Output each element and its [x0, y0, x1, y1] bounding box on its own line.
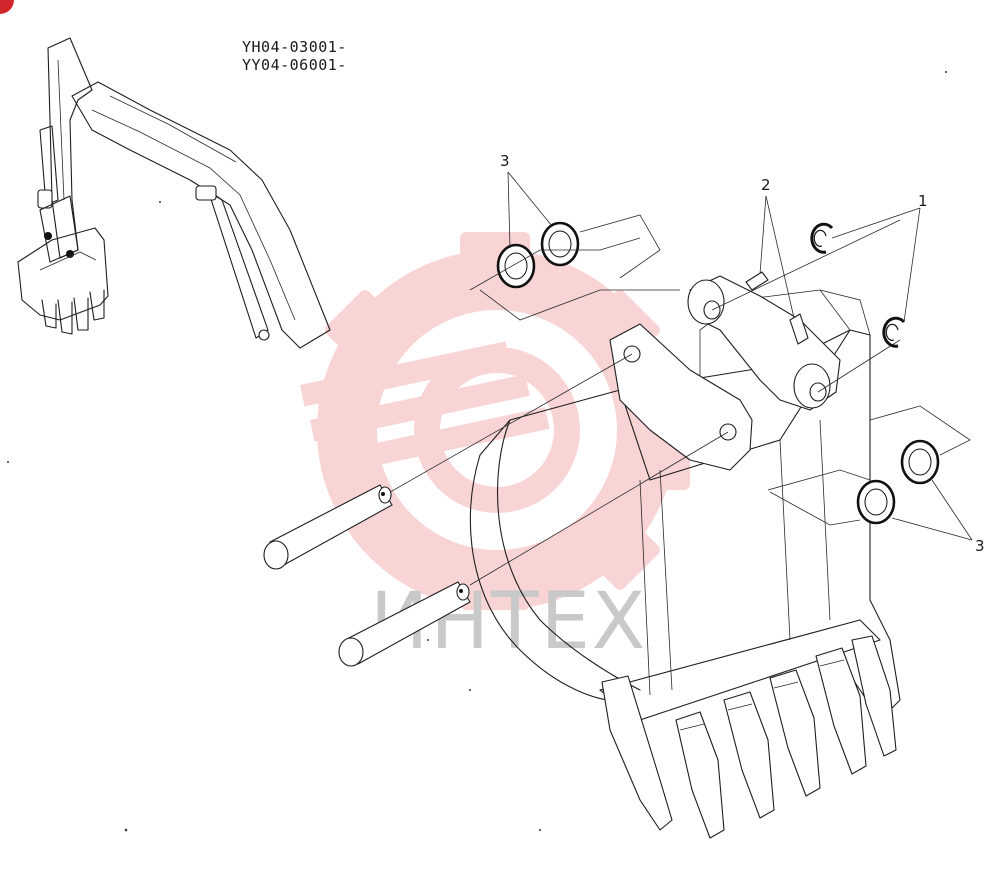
serial-range-2: YY04-06001-	[242, 56, 347, 74]
excavator-arm-overview	[17, 37, 331, 349]
snap-ring-upper	[810, 222, 834, 254]
shim-upper-left	[469, 214, 680, 321]
bucket-pin-lower	[338, 581, 471, 667]
spring-pin-upper	[745, 271, 769, 291]
corner-badge	[0, 0, 14, 14]
bucket-main	[384, 219, 901, 839]
callout-3-top: 3	[500, 152, 510, 170]
bucket-pin-upper	[263, 484, 393, 570]
callout-2: 2	[761, 176, 771, 194]
callout-1: 1	[918, 192, 928, 210]
snap-ring-lower	[882, 316, 906, 348]
serial-range-1: YH04-03001-	[242, 38, 347, 56]
shim-lower-right	[767, 405, 971, 526]
scan-specks	[7, 71, 947, 832]
callout-3-right: 3	[975, 537, 985, 555]
callout-leaders	[507, 171, 973, 541]
spring-pin-lower	[789, 313, 809, 345]
watermark-logo	[300, 232, 690, 610]
